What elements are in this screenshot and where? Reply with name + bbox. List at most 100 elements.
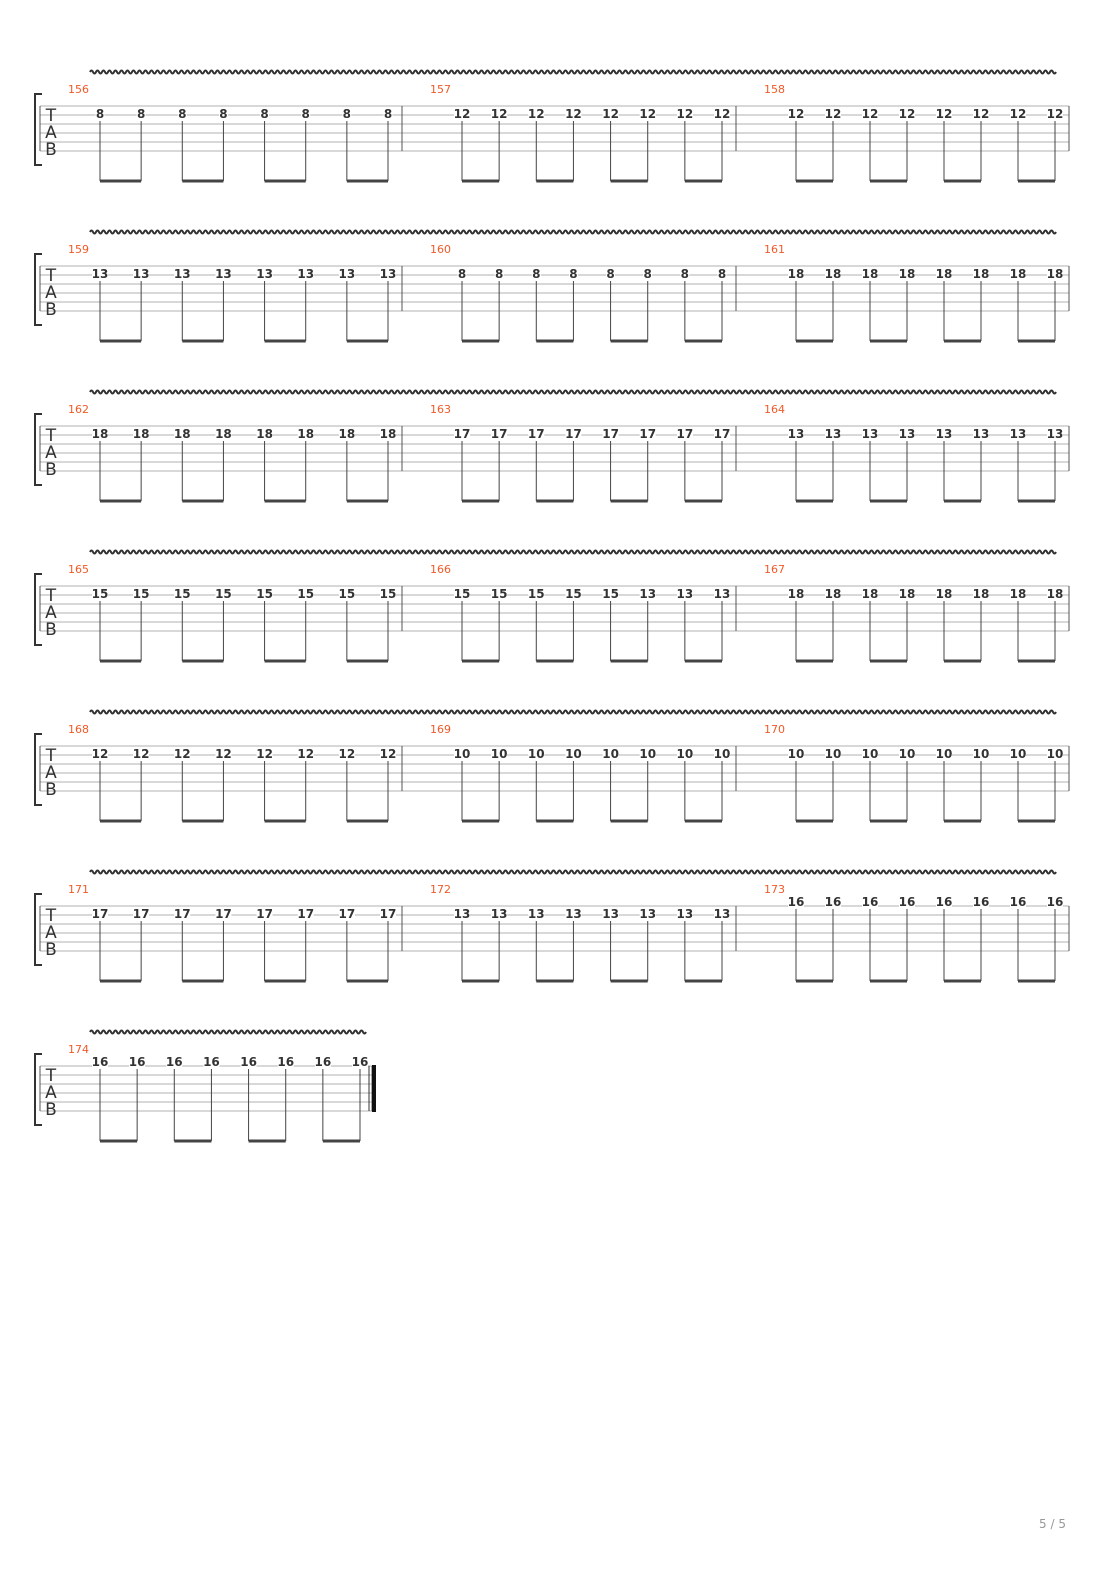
measure-number: 172 bbox=[430, 883, 451, 896]
fret-knockout bbox=[133, 587, 150, 599]
fret-number: 17 bbox=[454, 427, 471, 441]
system-bracket bbox=[34, 893, 42, 966]
fret-knockout bbox=[528, 427, 545, 439]
fret-knockout bbox=[639, 587, 656, 599]
fret-knockout bbox=[203, 1055, 220, 1067]
fret-number: 13 bbox=[174, 267, 191, 281]
fret-number: 12 bbox=[639, 107, 656, 121]
fret-number: 10 bbox=[825, 747, 842, 761]
fret-knockout bbox=[454, 907, 470, 919]
fret-knockout bbox=[174, 427, 191, 439]
fret-number: 13 bbox=[639, 907, 656, 921]
measure-number: 157 bbox=[430, 83, 451, 96]
fret-knockout bbox=[95, 107, 105, 119]
vibrato-line bbox=[89, 229, 1057, 235]
fret-number: 12 bbox=[297, 747, 314, 761]
fret-knockout bbox=[92, 587, 108, 599]
fret-number: 17 bbox=[491, 427, 508, 441]
fret-number: 8 bbox=[178, 107, 186, 121]
fret-number: 15 bbox=[565, 587, 582, 601]
measure-number: 173 bbox=[764, 883, 785, 896]
fret-number: 17 bbox=[174, 907, 191, 921]
fret-number: 10 bbox=[639, 747, 656, 761]
fret-number: 17 bbox=[602, 427, 619, 441]
fret-knockout bbox=[602, 427, 619, 439]
fret-number: 18 bbox=[215, 427, 232, 441]
fret-number: 10 bbox=[973, 747, 990, 761]
fret-number: 18 bbox=[1047, 587, 1064, 601]
vibrato-line bbox=[89, 869, 1057, 875]
tab-clef-letter: T bbox=[45, 1066, 57, 1086]
fret-number: 13 bbox=[528, 907, 545, 921]
fret-knockout bbox=[825, 895, 841, 907]
measure-number: 171 bbox=[68, 883, 89, 896]
fret-knockout bbox=[862, 107, 878, 119]
fret-knockout bbox=[825, 107, 841, 119]
tab-clef-letter: T bbox=[45, 906, 57, 926]
fret-knockout bbox=[218, 107, 228, 119]
fret-knockout bbox=[528, 107, 545, 119]
fret-knockout bbox=[565, 587, 582, 599]
fret-knockout bbox=[714, 587, 730, 599]
fret-number: 10 bbox=[565, 747, 582, 761]
fret-knockout bbox=[297, 907, 314, 919]
fret-number: 8 bbox=[260, 107, 268, 121]
fret-number: 17 bbox=[92, 907, 109, 921]
fret-knockout bbox=[215, 907, 232, 919]
fret-knockout bbox=[491, 427, 508, 439]
fret-knockout bbox=[260, 107, 270, 119]
fret-knockout bbox=[457, 267, 467, 279]
fret-knockout bbox=[862, 895, 878, 907]
fret-knockout bbox=[602, 747, 619, 759]
fret-number: 18 bbox=[133, 427, 150, 441]
fret-number: 18 bbox=[339, 427, 356, 441]
fret-knockout bbox=[338, 747, 355, 759]
system-bracket bbox=[34, 93, 42, 166]
fret-number: 16 bbox=[1047, 895, 1064, 909]
tab-clef-letter: B bbox=[45, 620, 57, 640]
fret-knockout bbox=[936, 427, 952, 439]
fret-number: 8 bbox=[681, 267, 689, 281]
fret-number: 8 bbox=[219, 107, 227, 121]
fret-number: 12 bbox=[565, 107, 582, 121]
fret-knockout bbox=[454, 107, 470, 119]
fret-knockout bbox=[531, 267, 541, 279]
fret-knockout bbox=[936, 587, 952, 599]
fret-number: 12 bbox=[899, 107, 916, 121]
fret-knockout bbox=[973, 895, 989, 907]
fret-knockout bbox=[136, 107, 146, 119]
fret-knockout bbox=[215, 427, 232, 439]
vibrato-line bbox=[89, 1029, 367, 1035]
fret-knockout bbox=[714, 427, 730, 439]
fret-number: 17 bbox=[256, 907, 273, 921]
fret-number: 18 bbox=[825, 267, 842, 281]
fret-number: 17 bbox=[639, 427, 656, 441]
fret-number: 8 bbox=[137, 107, 145, 121]
fret-knockout bbox=[491, 587, 508, 599]
tab-clef-letter: A bbox=[45, 123, 57, 143]
fret-knockout bbox=[973, 107, 989, 119]
fret-knockout bbox=[256, 267, 273, 279]
page-number: 5 / 5 bbox=[1039, 1517, 1066, 1531]
measure-number: 159 bbox=[68, 243, 89, 256]
vibrato-line bbox=[89, 709, 1057, 715]
fret-number: 18 bbox=[788, 587, 805, 601]
fret-knockout bbox=[936, 895, 952, 907]
fret-knockout bbox=[973, 427, 989, 439]
tab-clef-letter: A bbox=[45, 763, 57, 783]
tab-clef-letter: T bbox=[45, 586, 57, 606]
fret-number: 18 bbox=[936, 267, 953, 281]
fret-number: 13 bbox=[380, 267, 397, 281]
fret-knockout bbox=[565, 107, 582, 119]
fret-number: 18 bbox=[973, 267, 990, 281]
fret-number: 12 bbox=[339, 747, 356, 761]
fret-number: 16 bbox=[936, 895, 953, 909]
fret-number: 15 bbox=[133, 587, 150, 601]
fret-number: 12 bbox=[491, 107, 508, 121]
fret-knockout bbox=[602, 107, 619, 119]
fret-number: 16 bbox=[277, 1055, 294, 1069]
fret-number: 8 bbox=[96, 107, 104, 121]
fret-number: 18 bbox=[297, 427, 314, 441]
